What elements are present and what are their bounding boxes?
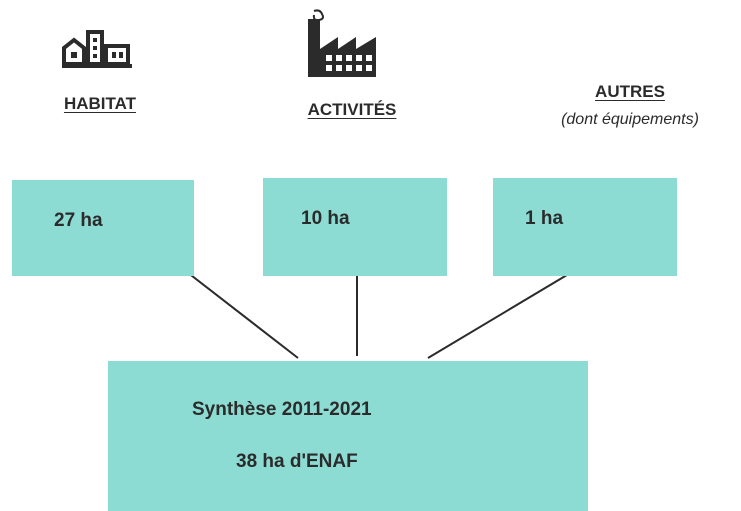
value-box-habitat: 27 ha xyxy=(12,180,194,276)
factory-icon xyxy=(308,9,376,77)
connector-autres xyxy=(427,265,583,359)
value-box-activites: 10 ha xyxy=(263,178,447,276)
heading-autres-subtitle: (dont équipements) xyxy=(561,111,699,128)
summary-title: Synthèse 2011-2021 xyxy=(192,399,372,420)
value-activites: 10 ha xyxy=(301,208,350,229)
summary-total: 38 ha d'ENAF xyxy=(236,451,358,472)
value-autres: 1 ha xyxy=(525,208,564,229)
summary-box: Synthèse 2011-2021 38 ha d'ENAF xyxy=(108,361,588,511)
value-habitat: 27 ha xyxy=(54,210,103,231)
heading-autres: AUTRES xyxy=(595,82,665,101)
value-box-autres: 1 ha xyxy=(493,178,677,276)
buildings-icon xyxy=(62,30,132,68)
heading-activites: ACTIVITÉS xyxy=(307,100,397,119)
heading-habitat: HABITAT xyxy=(63,94,137,113)
